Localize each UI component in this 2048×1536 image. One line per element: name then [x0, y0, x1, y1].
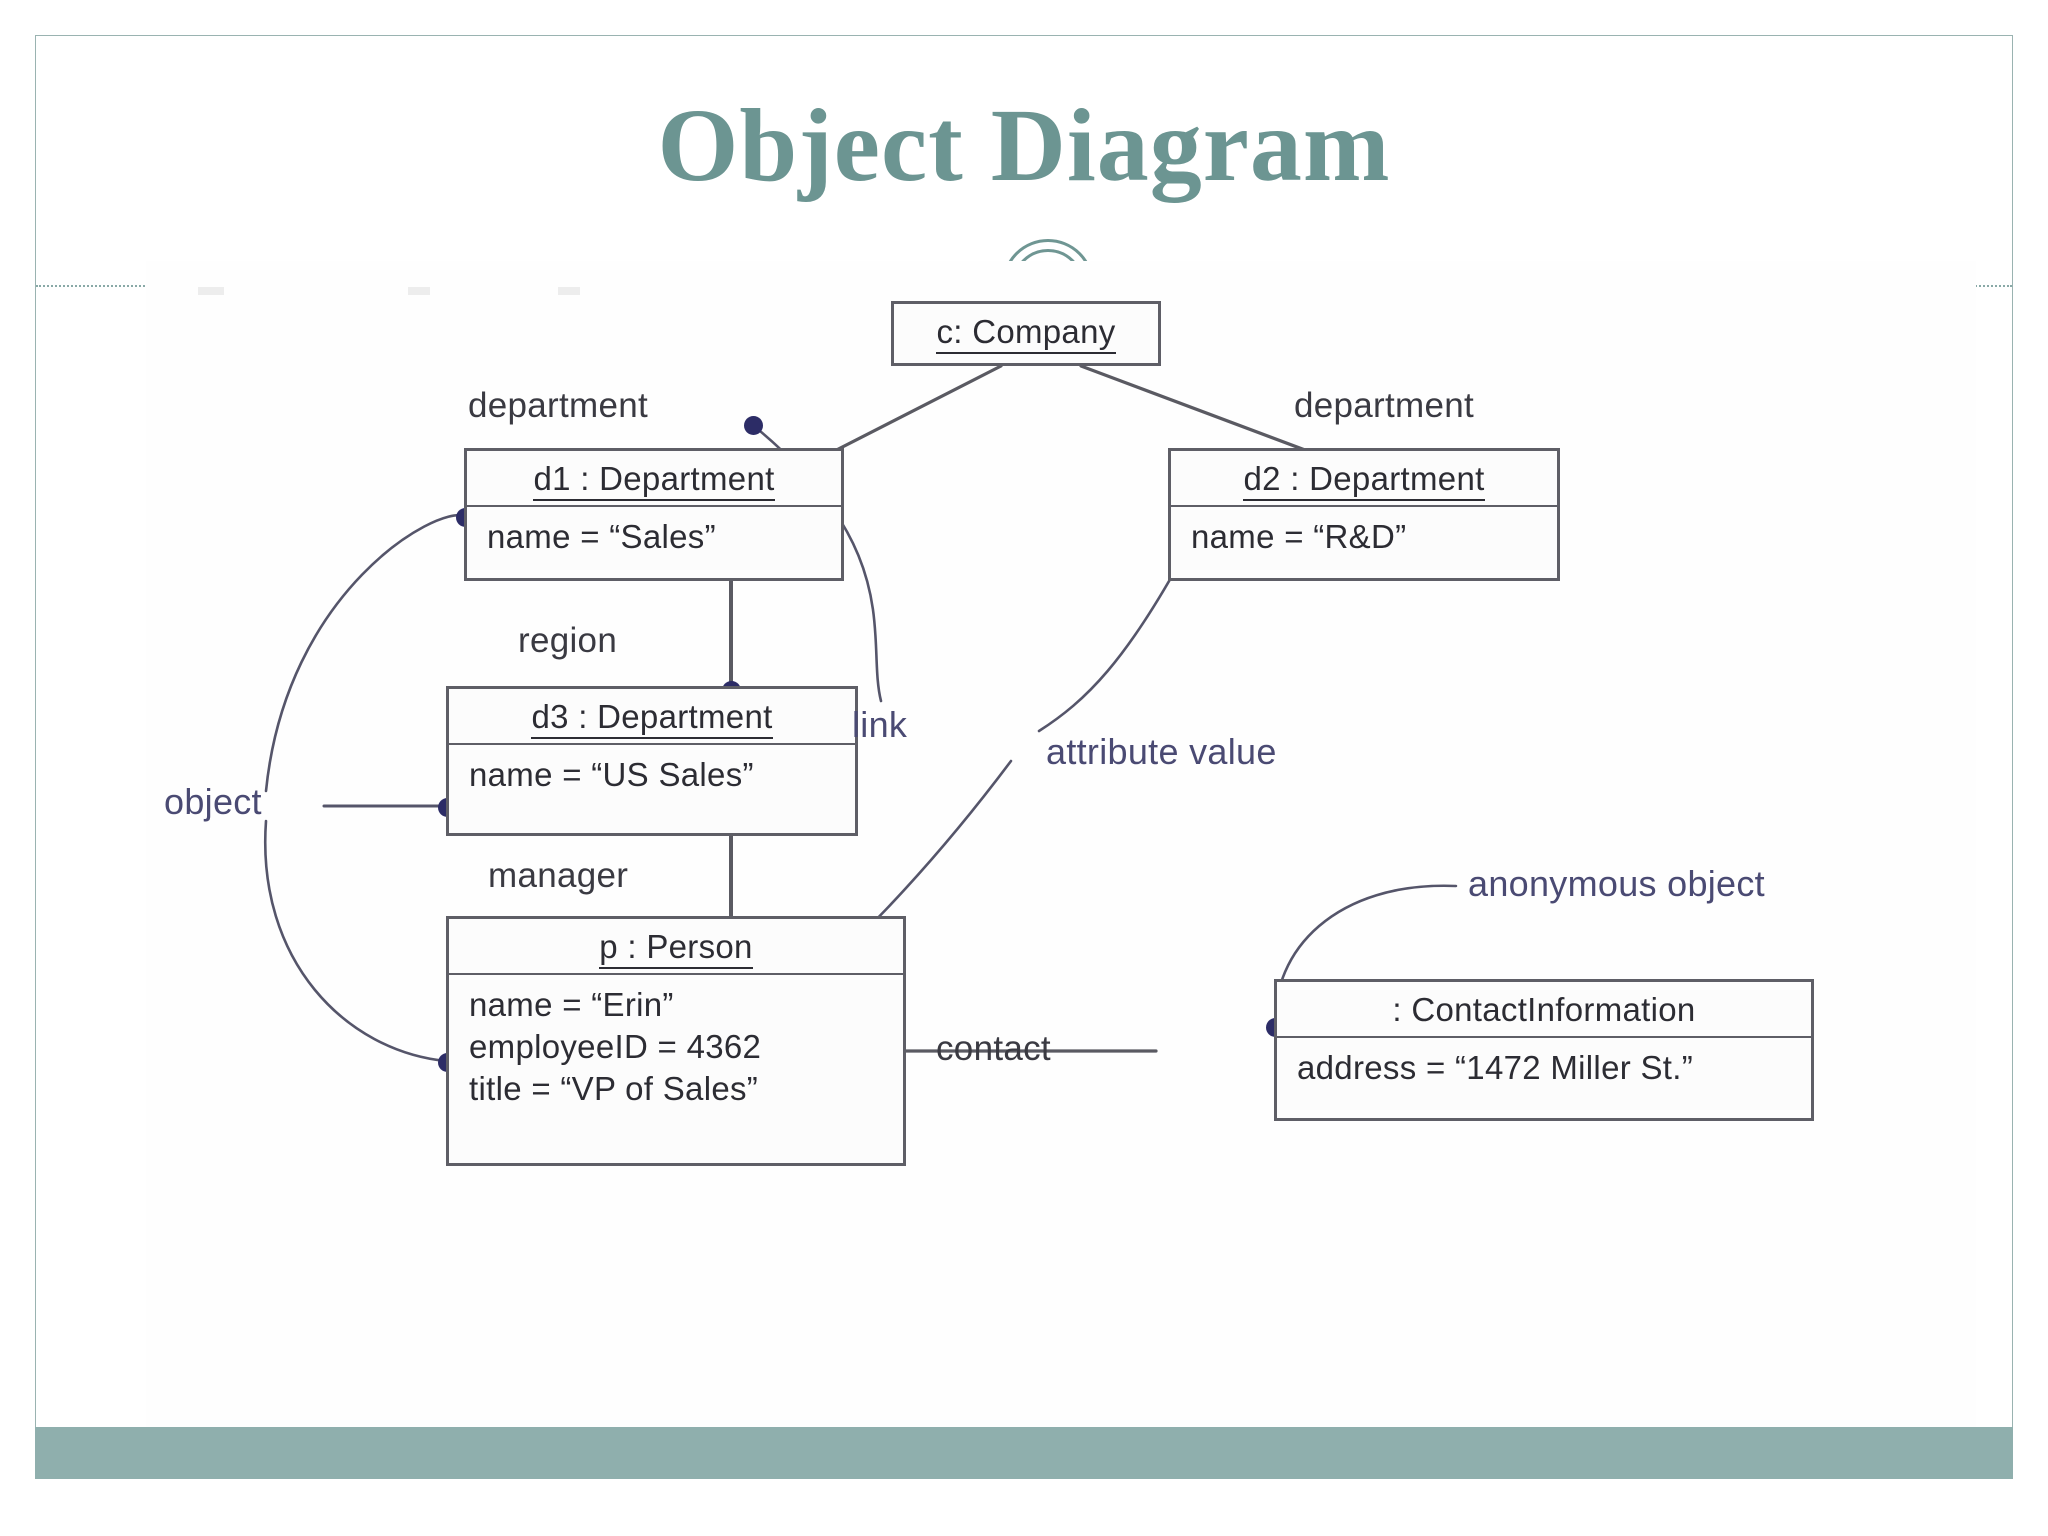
object-attributes-person: name = “Erin” employeeID = 4362 title = …: [469, 986, 762, 1107]
compartment-divider: [1171, 505, 1557, 507]
compartment-divider: [449, 973, 903, 975]
role-label-region: region: [518, 621, 618, 660]
object-header-d3: d3 : Department: [449, 689, 855, 743]
scan-artifact: [198, 287, 224, 295]
object-header-company: c: Company: [894, 304, 1158, 358]
object-box-d1[interactable]: d1 : Department name = “Sales”: [464, 448, 844, 581]
role-label-department-right: department: [1294, 386, 1475, 425]
annotation-label-attribute-value: attribute value: [1046, 731, 1277, 772]
object-box-company[interactable]: c: Company: [891, 301, 1161, 366]
diagram-connectors: [263, 364, 1458, 1063]
annotation-label-link: link: [852, 704, 908, 745]
compartment-divider: [1277, 1036, 1811, 1038]
object-attributes-d1: name = “Sales”: [487, 518, 716, 555]
page-title: Object Diagram: [657, 88, 1391, 203]
object-diagram-image: c: Company d1 : Department name = “Sales…: [146, 261, 1976, 1451]
object-attributes-contact-information: address = “1472 Miller St.”: [1297, 1049, 1694, 1086]
object-box-contact-information[interactable]: : ContactInformation address = “1472 Mil…: [1274, 979, 1814, 1121]
object-attributes-d3: name = “US Sales”: [469, 756, 754, 793]
scan-artifact: [408, 287, 430, 295]
object-box-d3[interactable]: d3 : Department name = “US Sales”: [446, 686, 858, 836]
object-header-contact-information: : ContactInformation: [1392, 991, 1696, 1028]
footer-bar: [35, 1427, 2013, 1479]
slide: Object Diagram: [35, 35, 2013, 1459]
scan-artifact: [558, 287, 580, 295]
compartment-divider: [449, 743, 855, 745]
object-header-d2: d2 : Department: [1171, 451, 1557, 505]
compartment-divider: [467, 505, 841, 507]
object-box-d2[interactable]: d2 : Department name = “R&D”: [1168, 448, 1560, 581]
object-header-person: p : Person: [449, 919, 903, 973]
role-label-department-left: department: [468, 386, 649, 425]
annotation-label-object: object: [164, 781, 262, 822]
annotation-label-anonymous-object: anonymous object: [1468, 863, 1765, 904]
anchor-dot-company-link: [744, 416, 763, 435]
object-attributes-d2: name = “R&D”: [1191, 518, 1407, 555]
object-header-d1: d1 : Department: [467, 451, 841, 505]
object-box-person[interactable]: p : Person name = “Erin” employeeID = 43…: [446, 916, 906, 1166]
role-label-contact: contact: [936, 1029, 1051, 1068]
role-label-manager: manager: [488, 856, 629, 895]
